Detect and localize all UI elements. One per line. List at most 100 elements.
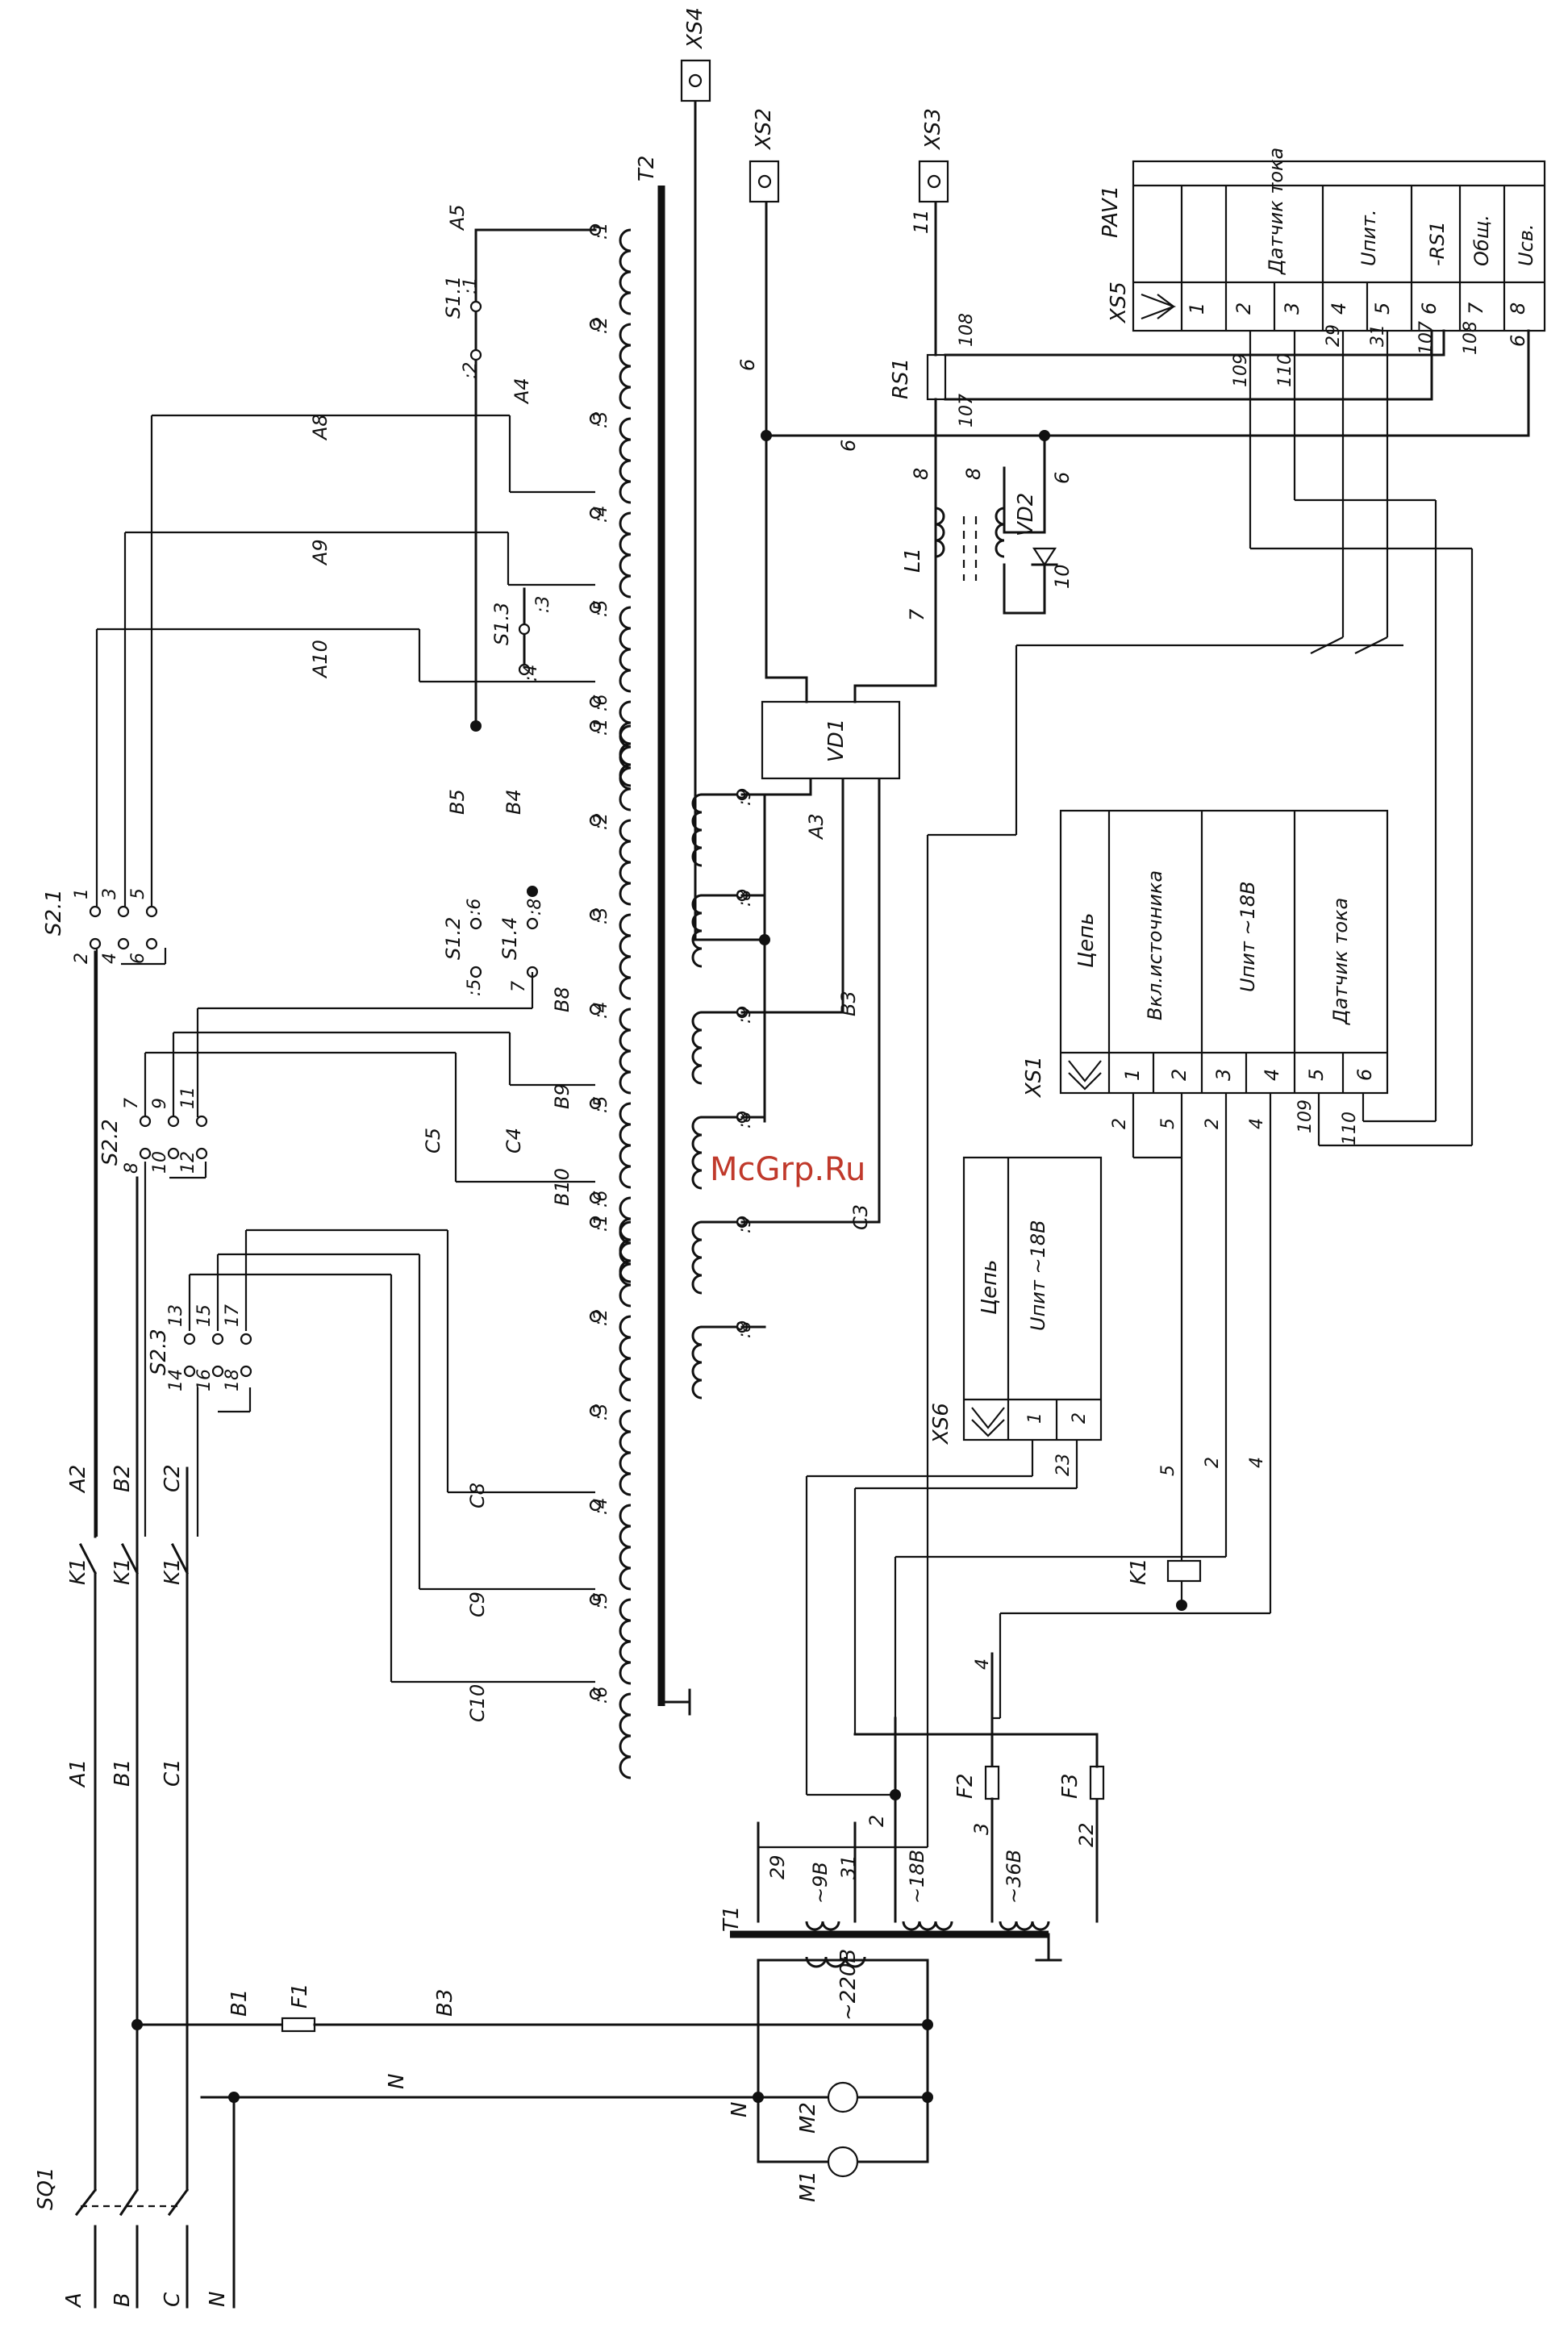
s2-contact-number: 17: [223, 1304, 243, 1327]
xs1-label: XS1: [1022, 1056, 1046, 1099]
v220-label: ~220В: [836, 1949, 861, 2021]
s2-contact-number: 10: [150, 1151, 170, 1174]
t2-winding-section: [619, 1007, 632, 1095]
t2-secondary-tap-label: :9: [735, 789, 755, 806]
xs1-table: [1059, 809, 1389, 1095]
xs5-common-label: Общ.: [1470, 215, 1493, 266]
t2-tap-terminal: [589, 720, 602, 732]
s2-contact-number: 14: [166, 1369, 186, 1391]
t2-tap-terminal: [589, 507, 602, 519]
t2-secondary-tap-label: :9: [735, 1216, 755, 1233]
w2d-label: 2: [1203, 1457, 1223, 1468]
wire-c1-label: C1: [161, 1758, 185, 1787]
xs1-pin-number: 6: [1353, 1069, 1376, 1081]
w107-label: 107: [957, 394, 977, 428]
s2-contact-number: 5: [128, 888, 148, 899]
s2-contact-terminal: [211, 1333, 224, 1345]
phase-a-label: A: [62, 2292, 86, 2309]
vd1-bridge-icon: [761, 700, 901, 780]
t2-tap-label: :4: [591, 1002, 611, 1019]
k1-contact-c-label: K1: [161, 1558, 185, 1585]
w2a-label: 2: [865, 1815, 888, 1827]
t2-winding-section: [619, 724, 632, 811]
t2-secondary-winding: [691, 1325, 703, 1400]
wire-c2-label: C2: [161, 1464, 185, 1492]
xs6-pin1: 1: [1025, 1412, 1045, 1424]
k1-contact-a-label: K1: [66, 1558, 90, 1585]
m2-label: M2: [796, 2102, 820, 2134]
xs6-header: Цепь: [978, 1259, 1002, 1315]
wire-a5-label: A5: [446, 204, 469, 232]
t2-tap-label: :1: [591, 223, 611, 240]
xs5-pin-number: 7: [1465, 302, 1487, 315]
t2-tap-terminal: [589, 1499, 602, 1512]
watermark: McGrp.Ru: [710, 1151, 865, 1188]
t2-tap-terminal: [589, 1687, 602, 1700]
wire-a4-label: A4: [511, 378, 533, 405]
xs6-table: [805, 1156, 1103, 1796]
fuses-f2-f3: [853, 1733, 1105, 1857]
w108b-label: 108: [1461, 321, 1481, 355]
t2-winding-section: [619, 606, 632, 693]
s2-contact-terminal: [183, 1365, 196, 1378]
v18-label: ~18В: [906, 1850, 928, 1904]
vd1-label: VD1: [824, 719, 849, 762]
t2-secondary-tap-label: :8: [735, 890, 755, 907]
t2-tap-label: :5: [591, 1096, 611, 1113]
t2-label: T2: [635, 156, 659, 181]
t2-tap-label: :1: [591, 719, 611, 736]
s2-contact-number: 4: [100, 953, 120, 964]
wire-a9-label: A9: [309, 539, 332, 566]
s2-contact-terminal: [167, 1115, 180, 1128]
t2-tap-terminal: [589, 1310, 602, 1323]
t2-secondary-tap-label: :8: [735, 1321, 755, 1338]
xs1-upit-label: Uпит ~18В: [1236, 881, 1259, 992]
s11-pin1: :1: [461, 277, 481, 294]
s2-contact-terminal: [89, 905, 102, 918]
w109-label: 109: [1231, 353, 1251, 387]
wire-a3-label: A3: [805, 813, 828, 841]
w23-label: 23: [1053, 1454, 1074, 1476]
w29b-label: 29: [1324, 324, 1344, 347]
t2-tap-terminal: [589, 1216, 602, 1229]
t2-secondary-tap-label: :8: [735, 1112, 755, 1128]
xs1-pin-number: 2: [1168, 1069, 1191, 1081]
m1-motor-icon: [827, 2146, 859, 2178]
xs5-pin-number: 8: [1507, 302, 1529, 315]
t2-winding-section: [619, 323, 632, 410]
w3-label: 3: [970, 1823, 993, 1835]
s22-label: S2.2: [98, 1119, 123, 1166]
t2-tap-terminal: [589, 1593, 602, 1606]
t2-tap-terminal: [589, 1191, 602, 1204]
s12-pin6: :6: [465, 899, 485, 916]
xs6-label: XS6: [929, 1403, 953, 1446]
feed-b1-label: B1: [227, 1989, 252, 2017]
l1-coil-icon: [934, 507, 1005, 687]
s2-contact-terminal: [139, 1147, 152, 1160]
rs1-shunt-icon: [926, 353, 947, 401]
t2-secondary-winding: [691, 1220, 703, 1295]
feed-n-label: N: [385, 2074, 409, 2089]
t2-tap-terminal: [589, 695, 602, 708]
wire-a1-label: A1: [66, 1759, 90, 1788]
power-feed: [131, 2017, 929, 2103]
xs4-socket-icon: [680, 59, 711, 102]
w8b-label: 8: [962, 468, 985, 480]
k1-contact-b-label: K1: [111, 1558, 135, 1585]
s2-contact-terminal: [195, 1147, 208, 1160]
xs1-sensor-label: Датчик тока: [1329, 898, 1352, 1025]
w2b-label: 2: [1110, 1118, 1130, 1129]
t2-tap-label: :6: [591, 1687, 611, 1704]
vd2-diode-icon: [1032, 547, 1057, 567]
t2-winding-section: [619, 1409, 632, 1496]
w108-label: 108: [957, 313, 977, 347]
v9-label: ~9В: [809, 1862, 832, 1904]
w10-label: 10: [1051, 564, 1074, 589]
s2-contact-terminal: [240, 1365, 252, 1378]
xs5-upit-label: Uпит.: [1357, 210, 1380, 266]
s23-label: S2.3: [147, 1329, 171, 1375]
wire-b10-label: B10: [551, 1168, 573, 1206]
xs6-pin2: 2: [1070, 1412, 1090, 1424]
phase-buses: [74, 950, 268, 2309]
